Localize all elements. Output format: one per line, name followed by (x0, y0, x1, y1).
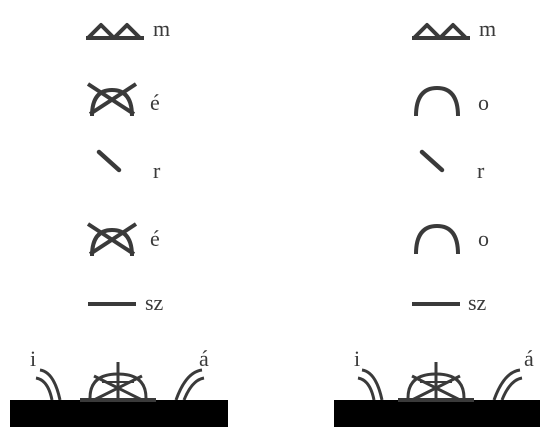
letter-label: sz (468, 292, 486, 314)
letter-label: r (477, 160, 484, 182)
wheel-on-base-icon (10, 360, 228, 427)
crossed-arch-icon (84, 80, 140, 120)
double-arch-icon (412, 20, 474, 42)
horizontal-bar-icon (410, 298, 462, 310)
letter-label: é (150, 228, 160, 250)
letter-label: r (153, 160, 160, 182)
arch-icon (410, 222, 464, 256)
letter-label: sz (145, 292, 163, 314)
wheel-on-base-icon (334, 360, 540, 427)
slash-stroke-icon (95, 148, 125, 176)
left-column: m é r é sz i á (0, 0, 270, 427)
double-arch-icon (86, 20, 148, 42)
horizontal-bar-icon (86, 298, 138, 310)
letter-label: é (150, 92, 160, 114)
letter-label: o (478, 92, 489, 114)
crossed-arch-icon (84, 220, 140, 260)
slash-stroke-icon (418, 148, 448, 176)
letter-label: m (479, 18, 496, 40)
letter-label: m (153, 18, 170, 40)
letter-label: o (478, 228, 489, 250)
arch-icon (410, 84, 464, 118)
right-column: m o r o sz i á (270, 0, 540, 427)
